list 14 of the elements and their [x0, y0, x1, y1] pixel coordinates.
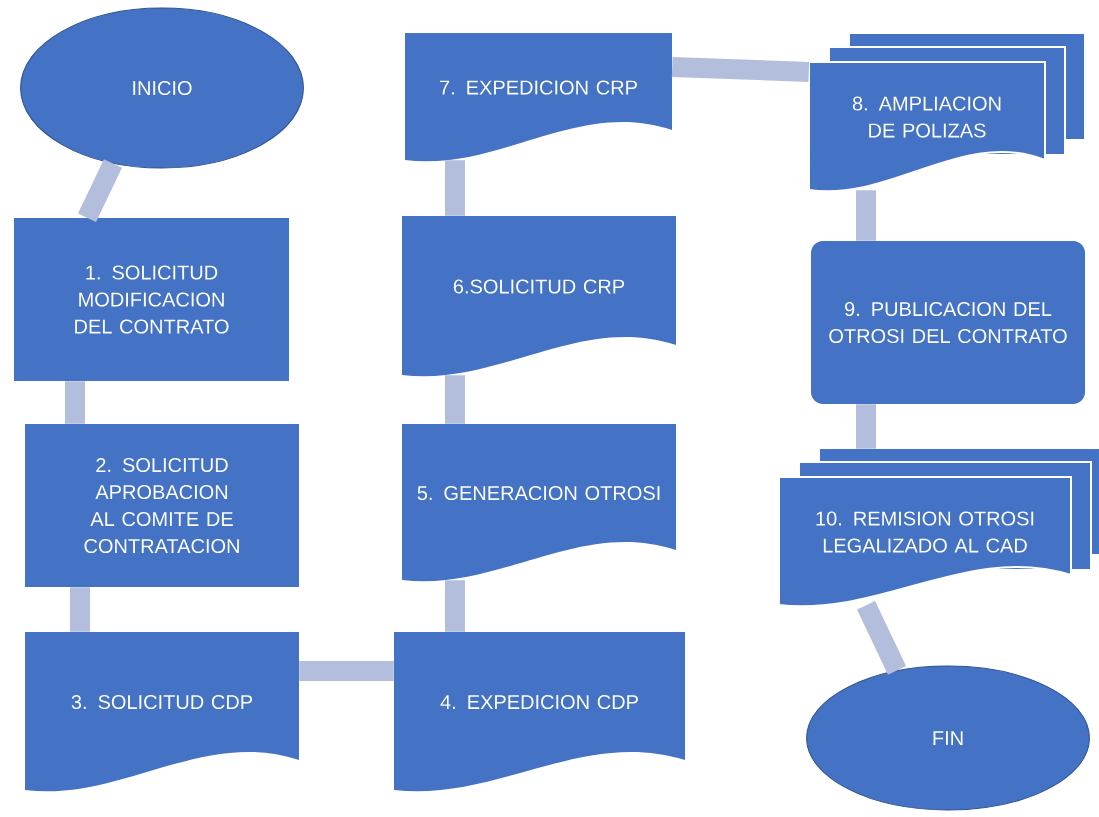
connector-bar [671, 57, 810, 82]
connector-bar [70, 587, 90, 632]
connector-bar [65, 381, 85, 424]
connector-bar [299, 661, 394, 681]
connector-bar [445, 160, 465, 216]
connector-bar [857, 600, 907, 675]
rounded-box: 9. PUBLICACION DEL OTROSI DEL CONTRATO [811, 241, 1085, 404]
connector-bar [445, 580, 465, 632]
connector-bar [445, 375, 465, 424]
connector-bar [856, 404, 876, 449]
connector-bar [78, 159, 122, 223]
process-box: 1. SOLICITUD MODIFICACION DEL CONTRATO [14, 218, 289, 381]
connector-bar [856, 190, 876, 241]
process-box: 2. SOLICITUD APROBACION AL COMITE DE CONTRATACION [25, 424, 299, 587]
